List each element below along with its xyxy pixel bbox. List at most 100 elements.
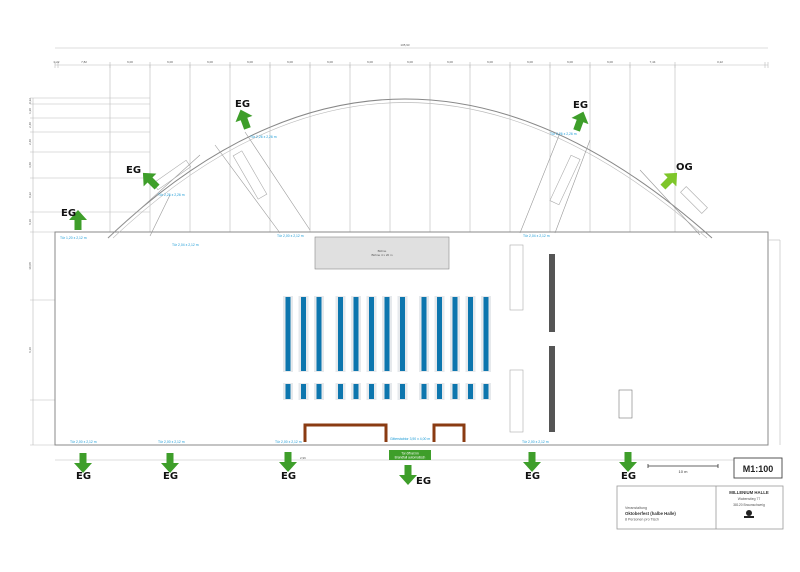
venue-city: 38120 Braunschweig [733, 503, 765, 507]
exit-label: EG [61, 208, 76, 219]
partition-wall [549, 254, 555, 332]
exit-arrow-icon [523, 452, 541, 472]
table [400, 297, 405, 371]
door-labels: Tür 1,20 x 2,12 m Tür 2,26 x 2,26 m Tür … [60, 132, 577, 444]
segment-dim: 6,00 [167, 60, 173, 64]
seating-note: 8 Personen pro Tisch [625, 518, 659, 522]
door-label: Tür 2,26 x 2,26 m [250, 135, 277, 139]
segment-dim: 6,00 [287, 60, 293, 64]
segment-dim: 0,22 [54, 60, 60, 64]
side-dim: 1,20 [28, 108, 32, 114]
foyer-arc [107, 98, 713, 239]
exit-arrow-icon [74, 453, 92, 473]
segment-dim: 6,00 [207, 60, 213, 64]
event-name: Oktoberfest (halbe Halle) [625, 511, 676, 516]
door-label: Tür 2,04 x 2,12 m [172, 243, 199, 247]
table [384, 297, 390, 371]
segment-dim: 6,00 [247, 60, 253, 64]
table [338, 384, 343, 399]
exit-label: EG [163, 471, 178, 482]
table [384, 384, 390, 399]
table [285, 384, 291, 399]
segment-dim: 6,00 [407, 60, 413, 64]
foyer-stairs [152, 150, 708, 433]
side-dim: 3,60 [28, 162, 32, 168]
side-dim: 2,40 [28, 139, 32, 145]
gate-notice: Tor öffnet im Brandfall automatisch [389, 450, 431, 460]
foyer-arc-inner [112, 102, 708, 239]
table [353, 297, 359, 371]
table [369, 384, 374, 399]
stage-subtitle: Bühne 4 x 20 m [371, 253, 393, 257]
side-dim: 6,10 [28, 219, 32, 225]
table [301, 384, 306, 399]
exit-arrow-icon [399, 465, 417, 485]
table [452, 297, 458, 371]
exit-arrow-icon [619, 452, 637, 472]
table [369, 297, 374, 371]
table [338, 297, 343, 371]
exit-arrow-icon [568, 108, 592, 134]
exit-label: OG [676, 162, 693, 173]
table [437, 297, 442, 371]
side-dim: 0,22 [28, 98, 32, 104]
scale-box: M1:100 [733, 457, 783, 479]
table [316, 384, 322, 399]
table [468, 384, 473, 399]
venue-street: Wabenstieg 77 [738, 497, 761, 501]
stage-title: Bühne [378, 249, 387, 253]
exit-arrow-icon [232, 106, 256, 132]
table [421, 384, 427, 399]
event-label: Veranstaltung [625, 506, 647, 510]
hall-outline [54, 231, 769, 446]
side-dim: 10,08 [28, 262, 32, 270]
door-label: Tür 1,20 x 2,12 m [60, 236, 87, 240]
door-label: Tür 2,04 x 2,12 m [523, 234, 550, 238]
scale-bar-label: 10 m [679, 469, 689, 474]
exit-label: EG [573, 100, 588, 111]
door-label: Tür 2,00 x 2,12 m [158, 440, 185, 444]
table [316, 297, 322, 371]
exit-label: EG [126, 165, 141, 176]
door-label: Tür 2,26 x 2,26 m [550, 132, 577, 136]
door-label: Gitterstabtor 3,90 x 4,00 m [390, 437, 430, 441]
table [285, 297, 291, 371]
door-label: Tür 2,00 x 2,12 m [522, 440, 549, 444]
table [452, 384, 458, 399]
seating-area [283, 296, 491, 400]
exit-label: EG [281, 471, 296, 482]
foyer-partitions [107, 131, 701, 239]
table [353, 384, 359, 399]
segment-dim: 0,22 [717, 60, 723, 64]
table [437, 384, 442, 399]
venue-logo [744, 510, 754, 518]
exit-label: EG [235, 99, 250, 110]
table [400, 384, 405, 399]
segment-dim: 6,00 [607, 60, 613, 64]
door-label: Tür 2,00 x 2,12 m [70, 440, 97, 444]
stage: Bühne Bühne 4 x 20 m [314, 236, 450, 270]
gate-notice-line: Brandfall automatisch [395, 456, 426, 460]
segment-dim: 6,00 [367, 60, 373, 64]
table [483, 297, 489, 371]
door-label: Tür 2,00 x 2,12 m [277, 234, 304, 238]
door-label: Tür 2,00 x 2,12 m [275, 440, 302, 444]
bottom-dim-label: 2,96 [300, 456, 306, 460]
side-dim: 0,22 [28, 192, 32, 198]
table [301, 297, 306, 371]
title-block: Veranstaltung Oktoberfest (halbe Halle) … [616, 485, 784, 530]
exit-label: EG [76, 471, 91, 482]
side-dim: 6,10 [28, 347, 32, 353]
segment-dim: 6,00 [447, 60, 453, 64]
info-board [618, 389, 633, 419]
scale-text: M1:100 [743, 464, 774, 474]
exit-label: EG [525, 471, 540, 482]
segment-dim: 6,00 [487, 60, 493, 64]
segment-dim: 6,00 [567, 60, 573, 64]
gate-notice-line: Tor öffnet im [401, 452, 419, 456]
total-width: 105,93 [400, 43, 410, 47]
